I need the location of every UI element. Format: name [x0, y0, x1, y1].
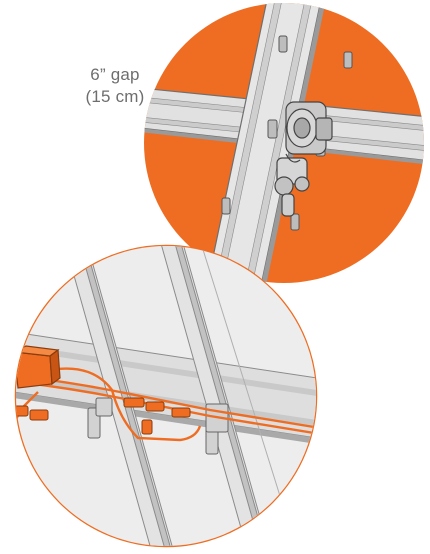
microinverter [16, 345, 61, 389]
top-connector-assembly [274, 101, 333, 217]
gap-callout: 6” gap (15 cm) [72, 64, 158, 108]
gap-cm-label: (15 cm) [85, 87, 145, 106]
top-detail-view [144, 3, 424, 283]
mounting-brackets [16, 397, 191, 435]
bottom-detail-view [14, 244, 318, 548]
gap-inches-label: 6” gap [90, 65, 140, 84]
